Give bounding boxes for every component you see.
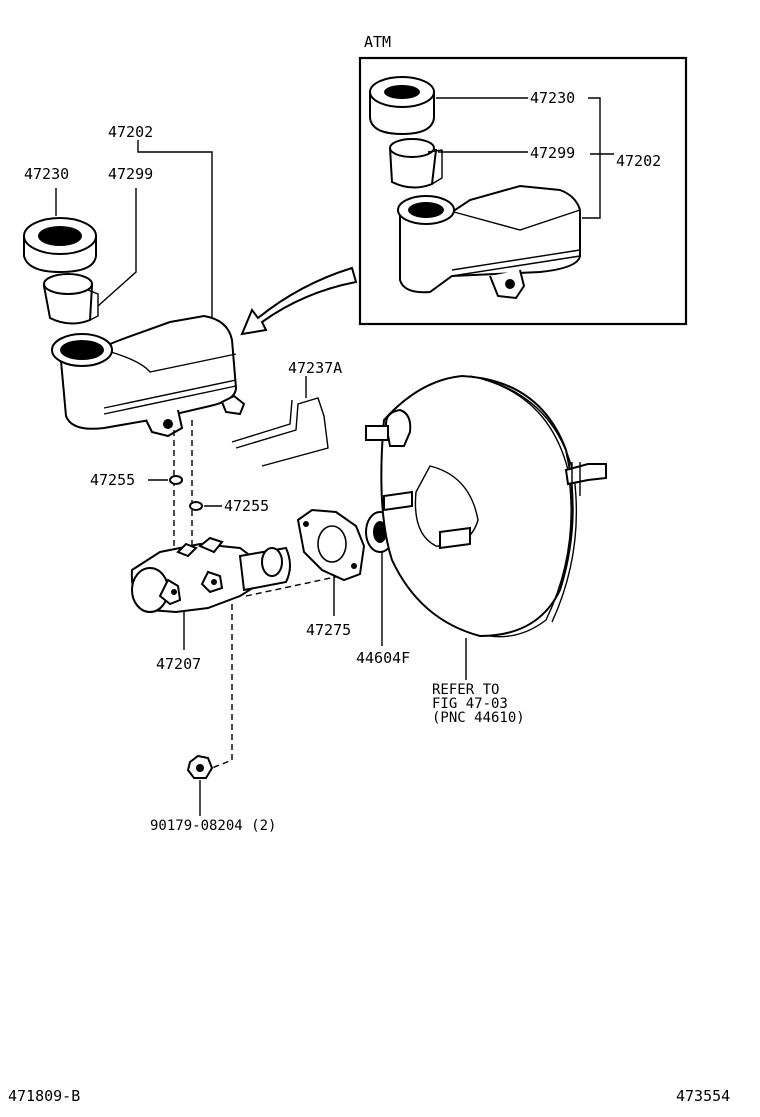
- seal-label: 44604F: [356, 649, 411, 667]
- inset-reservoir-set-label: 47202: [616, 152, 662, 170]
- gasket-label: 47275: [306, 621, 352, 639]
- master-cylinder-dash-line: [245, 575, 341, 597]
- gasket-part: [296, 508, 366, 582]
- strainer-part: [42, 273, 99, 325]
- strainer-label: 47299: [108, 165, 154, 183]
- inset-strainer-label: 47299: [530, 144, 576, 162]
- inset-strainer-part: [388, 138, 443, 189]
- reservoir-set-label: 47202: [108, 123, 154, 141]
- booster-ref-line-1: REFER TO: [432, 682, 500, 698]
- hose-clip-part: [231, 397, 329, 467]
- inset-cap-part: [369, 76, 435, 136]
- grommet-1-label: 47255: [90, 471, 136, 489]
- grommet-2-label: 47255: [224, 497, 270, 515]
- nut-part: [186, 754, 214, 779]
- booster-ref-line-3: (PNC 44610): [432, 710, 525, 726]
- inset-title: ATM: [364, 33, 392, 51]
- inset-reservoir-part: [397, 184, 581, 300]
- reservoir-part: [51, 314, 246, 438]
- cap-label: 47230: [24, 165, 70, 183]
- nut-dash-line: [211, 604, 233, 769]
- grommet-2-part: [189, 501, 203, 511]
- inset-pointer-arrow: [240, 266, 358, 336]
- master-cylinder-part: [130, 536, 291, 614]
- inset-cap-label: 47230: [530, 89, 576, 107]
- cap-part: [23, 217, 97, 274]
- reservoir-set-bracket: [137, 140, 213, 322]
- atm-inset-frame: [358, 56, 688, 326]
- footer-left-code: 471809-B: [8, 1087, 81, 1105]
- master-cylinder-label: 47207: [156, 655, 202, 673]
- hose-clip-label: 47237A: [288, 359, 343, 377]
- grommet-1-part: [169, 475, 183, 485]
- booster-ref-line-2: FIG 47-03: [432, 696, 508, 712]
- footer-right-code: 473554: [676, 1087, 731, 1105]
- nut-label: 90179-08204 (2): [150, 818, 277, 834]
- strainer-leader: [97, 188, 137, 307]
- brake-booster-part: [365, 374, 607, 638]
- inset-bracket: [582, 97, 601, 219]
